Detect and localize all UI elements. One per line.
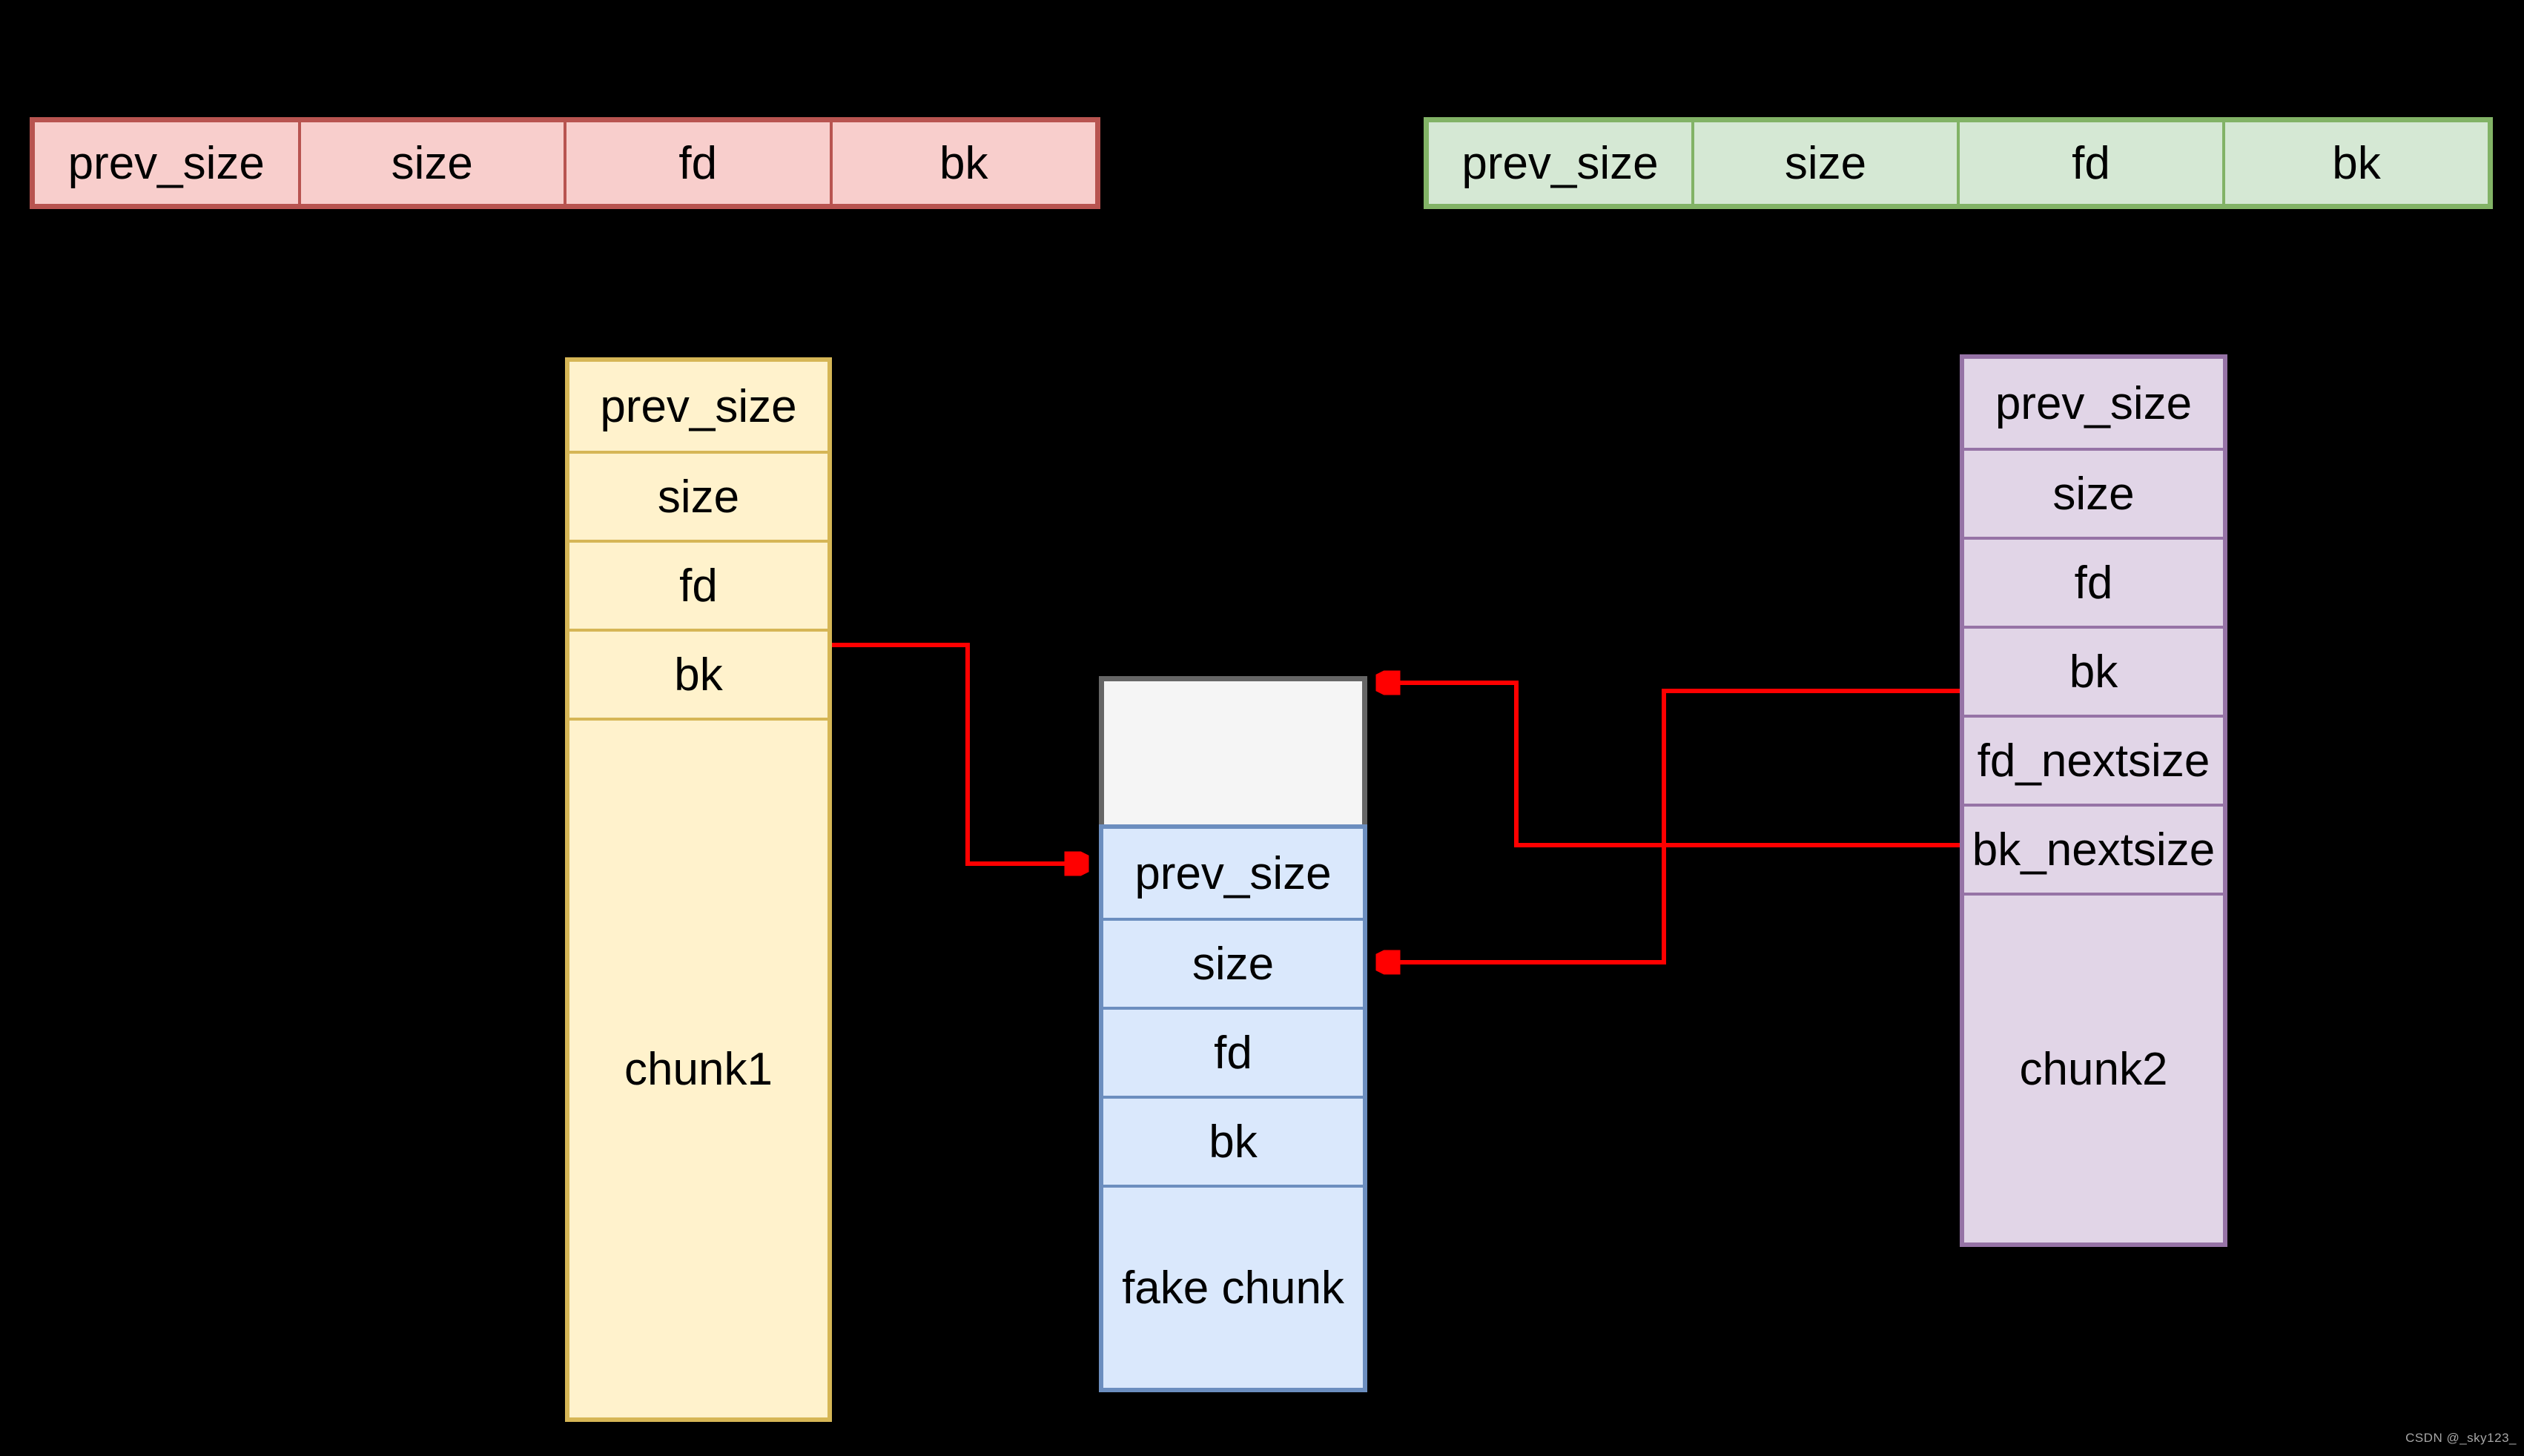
- chunk1-cell-fd: fd: [569, 540, 827, 629]
- chunk2-cell-bk: bk: [1964, 626, 2223, 715]
- chunk2-cell-size: size: [1964, 448, 2223, 537]
- fake-chunk-box: prev_size size fd bk fake chunk: [1099, 824, 1367, 1392]
- top-left-chunk-bar: prev_size size fd bk: [30, 117, 1100, 209]
- chunk1-cell-bk: bk: [569, 629, 827, 718]
- chunk1-cell-size: size: [569, 451, 827, 540]
- chunk2-body-label: chunk2: [1964, 893, 2223, 1242]
- fake-chunk-cell-size: size: [1103, 918, 1363, 1007]
- fake-chunk-body-label: fake chunk: [1103, 1185, 1363, 1388]
- top-right-bar-cell-bk: bk: [2222, 122, 2488, 204]
- fake-chunk-header-cell: [1099, 676, 1367, 824]
- chunk1-body-label: chunk1: [569, 718, 827, 1417]
- top-left-bar-cell-size: size: [297, 122, 564, 204]
- top-right-bar-cell-prev-size: prev_size: [1461, 137, 1659, 189]
- chunk2-cell-fd-nextsize: fd_nextsize: [1964, 715, 2223, 804]
- arrow-chunk2-bk-to-fake-size: [1381, 689, 1960, 962]
- chunk1-cell-prev-size: prev_size: [600, 380, 797, 432]
- chunk2-box: prev_size size fd bk fd_nextsize bk_next…: [1960, 354, 2227, 1247]
- fake-chunk-cell-fd: fd: [1103, 1007, 1363, 1096]
- top-right-bar-cell-fd: fd: [1957, 122, 2222, 204]
- top-right-bar-cell-size: size: [1691, 122, 1957, 204]
- top-right-chunk-bar: prev_size size fd bk: [1424, 117, 2493, 209]
- chunk1-box: prev_size size fd bk chunk1: [565, 357, 832, 1422]
- arrow-chunk1-bk-to-fake-prev-size: [832, 643, 1084, 864]
- arrow-chunk2-bk-nextsize-to-fake-top: [1381, 683, 1960, 847]
- top-left-bar-cell-prev-size: prev_size: [67, 137, 265, 189]
- fake-chunk-cell-prev-size: prev_size: [1134, 847, 1332, 899]
- watermark: CSDN @_sky123_: [2405, 1431, 2517, 1445]
- top-left-bar-cell-fd: fd: [564, 122, 830, 204]
- chunk2-cell-prev-size: prev_size: [1995, 377, 2193, 429]
- chunk2-cell-bk-nextsize: bk_nextsize: [1964, 804, 2223, 893]
- top-left-bar-cell-bk: bk: [829, 122, 1096, 204]
- chunk2-cell-fd: fd: [1964, 537, 2223, 626]
- fake-chunk-cell-bk: bk: [1103, 1096, 1363, 1185]
